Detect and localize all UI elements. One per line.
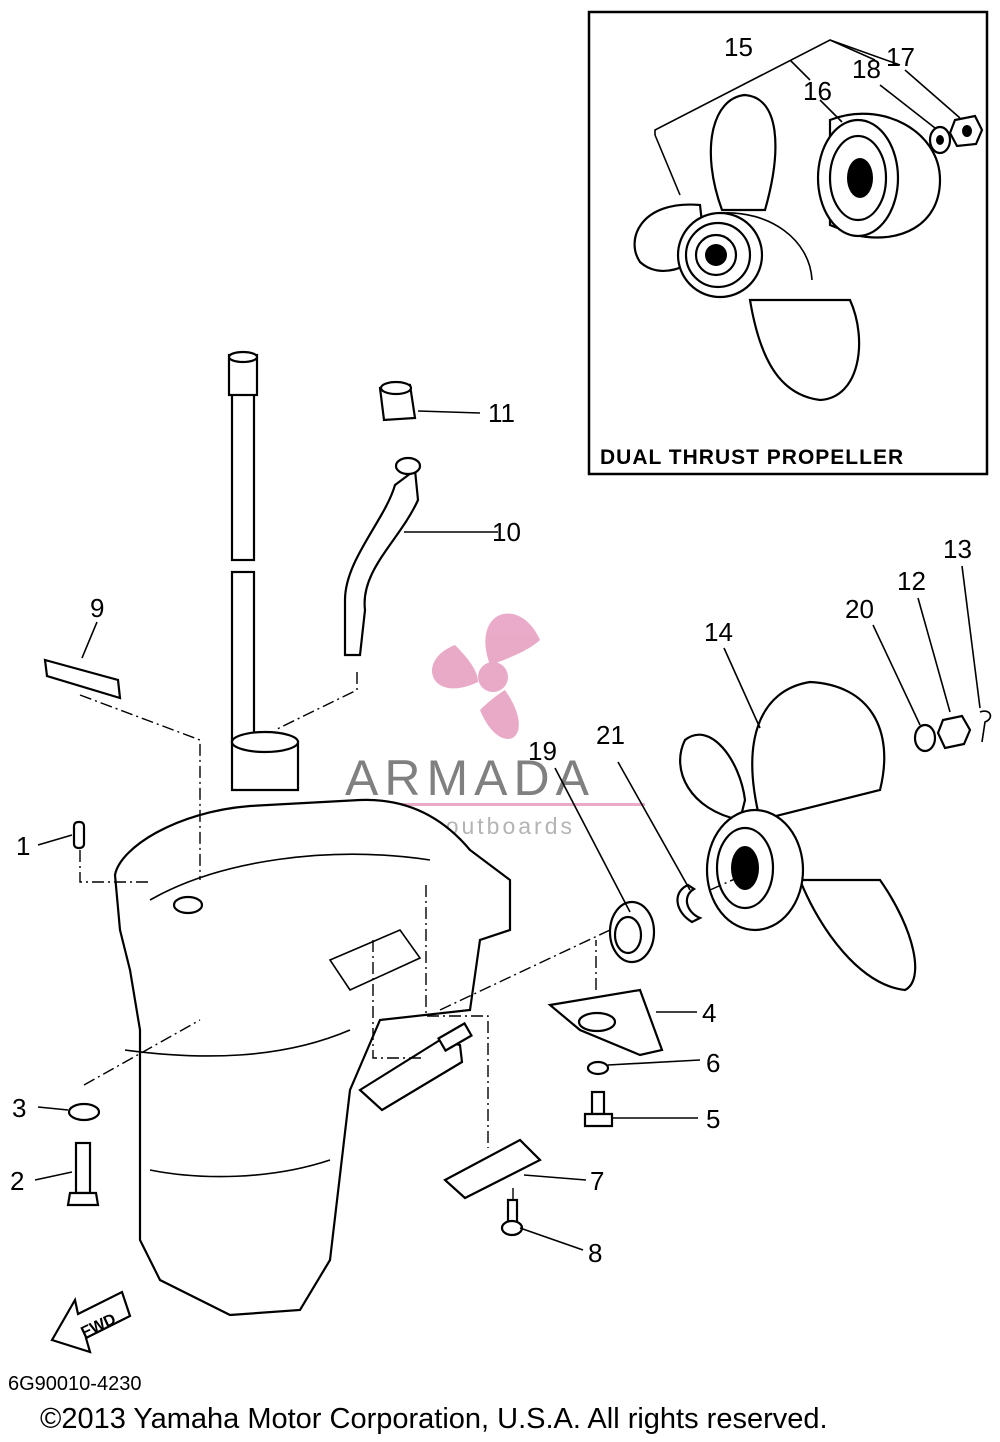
fwd-arrow: FWD: [50, 1290, 132, 1354]
bolt-5-part: [583, 1090, 614, 1128]
main-propeller-part: [679, 680, 917, 992]
callout-6: 6: [706, 1048, 720, 1078]
screw-8-part: [500, 1198, 524, 1237]
dual-thrust-propeller-part: [633, 93, 861, 402]
thrust-hub-part: [816, 112, 942, 239]
inset-frame: [587, 10, 989, 476]
callout-20: 20: [845, 594, 874, 624]
washer-6-part: [586, 1060, 610, 1076]
assembly-lines: [79, 672, 756, 1200]
callout-numbers: 1 2 3 4 5 6 7 8 9 10 11 12 13 14 19 20 2…: [10, 398, 972, 1268]
callout-5: 5: [706, 1104, 720, 1134]
nut-12-part: [936, 714, 972, 750]
grommet-part: [378, 380, 417, 422]
callout-4: 4: [702, 998, 716, 1028]
copyright-text: ©2013 Yamaha Motor Corporation, U.S.A. A…: [40, 1403, 828, 1435]
callout-17: 17: [886, 42, 915, 72]
anode-plate-9-part: [43, 658, 122, 700]
water-tube-part: [343, 467, 420, 657]
callout-18: 18: [852, 54, 881, 84]
cotter-pin-part: [979, 710, 992, 743]
dual-thrust-inset: 15 16 17 18 DUAL THRUST PROPELLER: [587, 10, 989, 476]
callout-2: 2: [10, 1166, 24, 1196]
diagram-code: 6G90010-4230: [8, 1373, 141, 1395]
water-tube-top: [394, 456, 422, 476]
callout-7: 7: [590, 1166, 604, 1196]
brand-underline: [350, 803, 645, 806]
callout-19: 19: [528, 736, 557, 766]
inset-title: DUAL THRUST PROPELLER: [600, 446, 904, 469]
callout-9: 9: [90, 593, 104, 623]
washer-20-part: [913, 723, 937, 753]
spacer-21-part: [676, 883, 703, 924]
fwd-arrow-icon: [50, 1290, 132, 1354]
dowel-pin-part: [72, 820, 86, 850]
callout-1: 1: [16, 831, 30, 861]
callout-21: 21: [596, 720, 625, 750]
callout-3: 3: [12, 1093, 26, 1123]
callout-15: 15: [724, 32, 753, 62]
nut-17-part: [948, 114, 984, 148]
callout-13: 13: [943, 534, 972, 564]
propeller-shaft-part: [358, 1021, 473, 1112]
callout-8: 8: [588, 1238, 602, 1268]
leader-lines: [34, 410, 981, 1251]
thrust-washer-part: [608, 900, 656, 964]
washer-18-part: [928, 125, 952, 155]
callout-12: 12: [897, 566, 926, 596]
brand-name: ARMADA: [345, 750, 595, 806]
callout-10: 10: [492, 517, 521, 547]
drive-shaft-part: [227, 350, 300, 792]
anode-4-boss: [577, 1011, 617, 1033]
propeller-logo-icon: [431, 613, 540, 739]
lower-casing-part: [113, 798, 512, 1317]
inlet-cover-part: [443, 1138, 542, 1200]
callout-11: 11: [488, 398, 515, 428]
bolt-2-part: [66, 1141, 100, 1207]
callout-16: 16: [803, 76, 832, 106]
washer-3-part: [67, 1102, 101, 1122]
callout-14: 14: [704, 617, 733, 647]
